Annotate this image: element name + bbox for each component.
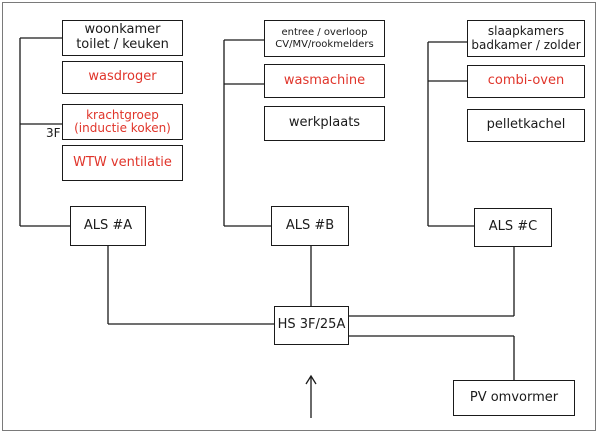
circuit-b-2-box: wasmachine xyxy=(264,64,385,98)
circuit-b-3-label: werkplaats xyxy=(288,115,361,131)
circuit-a-3-box: krachtgroep (inductie koken) xyxy=(62,104,183,140)
circuit-a-1-box: woonkamer toilet / keuken xyxy=(62,20,183,56)
supply-arrow-head xyxy=(305,374,317,385)
circuit-c-3-box: pelletkachel xyxy=(467,109,585,142)
breaker-b-label: ALS #B xyxy=(285,217,335,233)
circuit-c-2-label: combi-oven xyxy=(487,73,565,89)
diagram-frame xyxy=(2,2,596,431)
circuit-a-1-label: woonkamer toilet / keuken xyxy=(76,22,169,52)
circuit-b-2-label: wasmachine xyxy=(283,72,366,88)
circuit-c-3-label: pelletkachel xyxy=(486,117,566,133)
circuit-a-3-label: krachtgroep (inductie koken) xyxy=(74,107,171,135)
main-switch-box: HS 3F/25A xyxy=(274,306,349,345)
breaker-c-box: ALS #C xyxy=(474,208,552,247)
pv-inverter-box: PV omvormer xyxy=(453,380,575,416)
circuit-a-2-label: wasdroger xyxy=(88,69,157,85)
breaker-b-box: ALS #B xyxy=(271,206,349,246)
pv-inverter-label: PV omvormer xyxy=(469,389,559,405)
phase-note: 3F xyxy=(46,126,61,140)
circuit-c-1-label: slaapkamers badkamer / zolder xyxy=(471,24,581,52)
circuit-a-2-box: wasdroger xyxy=(62,61,183,94)
circuit-b-3-box: werkplaats xyxy=(264,106,385,141)
circuit-a-4-box: WTW ventilatie xyxy=(62,145,183,181)
breaker-c-label: ALS #C xyxy=(488,219,538,235)
circuit-c-2-box: combi-oven xyxy=(467,65,585,98)
breaker-a-box: ALS #A xyxy=(70,206,146,246)
breaker-a-label: ALS #A xyxy=(83,217,133,233)
circuit-a-4-label: WTW ventilatie xyxy=(73,154,172,170)
circuit-b-1-label: entree / overloop CV/MV/rookmelders xyxy=(275,27,374,50)
circuit-c-1-box: slaapkamers badkamer / zolder xyxy=(467,20,585,57)
circuit-b-1-box: entree / overloop CV/MV/rookmelders xyxy=(264,20,385,57)
main-switch-label: HS 3F/25A xyxy=(277,317,346,333)
